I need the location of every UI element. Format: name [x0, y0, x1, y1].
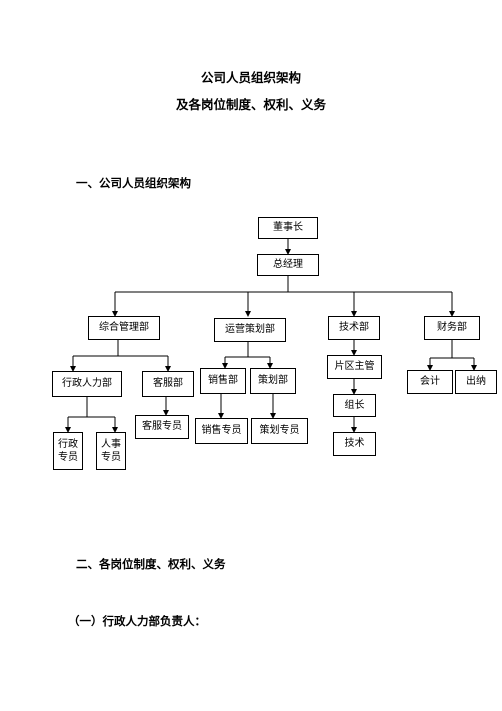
box-cs-staff: 客服专员 — [135, 415, 189, 439]
box-technician: 技术 — [333, 432, 376, 456]
document-subtitle: 及各岗位制度、权利、义务 — [175, 97, 326, 112]
box-cashier: 出纳 — [455, 370, 497, 394]
box-accountant: 会计 — [407, 370, 453, 394]
section-heading-duties: 二、各岗位制度、权利、义务 — [76, 557, 226, 571]
box-customer-service: 客服部 — [142, 371, 194, 397]
subsection-heading-admin-hr: （一）行政人力部负责人： — [68, 614, 206, 628]
box-team-leader: 组长 — [333, 394, 376, 417]
box-planning-dept: 策划部 — [250, 368, 296, 394]
box-chairman: 董事长 — [258, 217, 318, 239]
box-dept-admin: 综合管理部 — [88, 316, 160, 340]
box-sales-dept: 销售部 — [200, 368, 246, 394]
box-hr-staff: 人事专员 — [96, 432, 126, 470]
box-dept-ops: 运营策划部 — [214, 318, 286, 342]
document-title: 公司人员组织架构 — [200, 70, 301, 85]
box-general-manager: 总经理 — [257, 254, 319, 276]
box-dept-finance: 财务部 — [424, 316, 480, 340]
box-planning-staff: 策划专员 — [251, 418, 308, 444]
box-sales-staff: 销售专员 — [195, 418, 248, 444]
section-heading-org: 一、公司人员组织架构 — [76, 176, 191, 190]
box-area-supervisor: 片区主管 — [327, 355, 382, 379]
box-admin-hr: 行政人力部 — [52, 371, 122, 397]
box-admin-staff: 行政专员 — [53, 432, 83, 470]
box-dept-tech: 技术部 — [328, 316, 380, 340]
